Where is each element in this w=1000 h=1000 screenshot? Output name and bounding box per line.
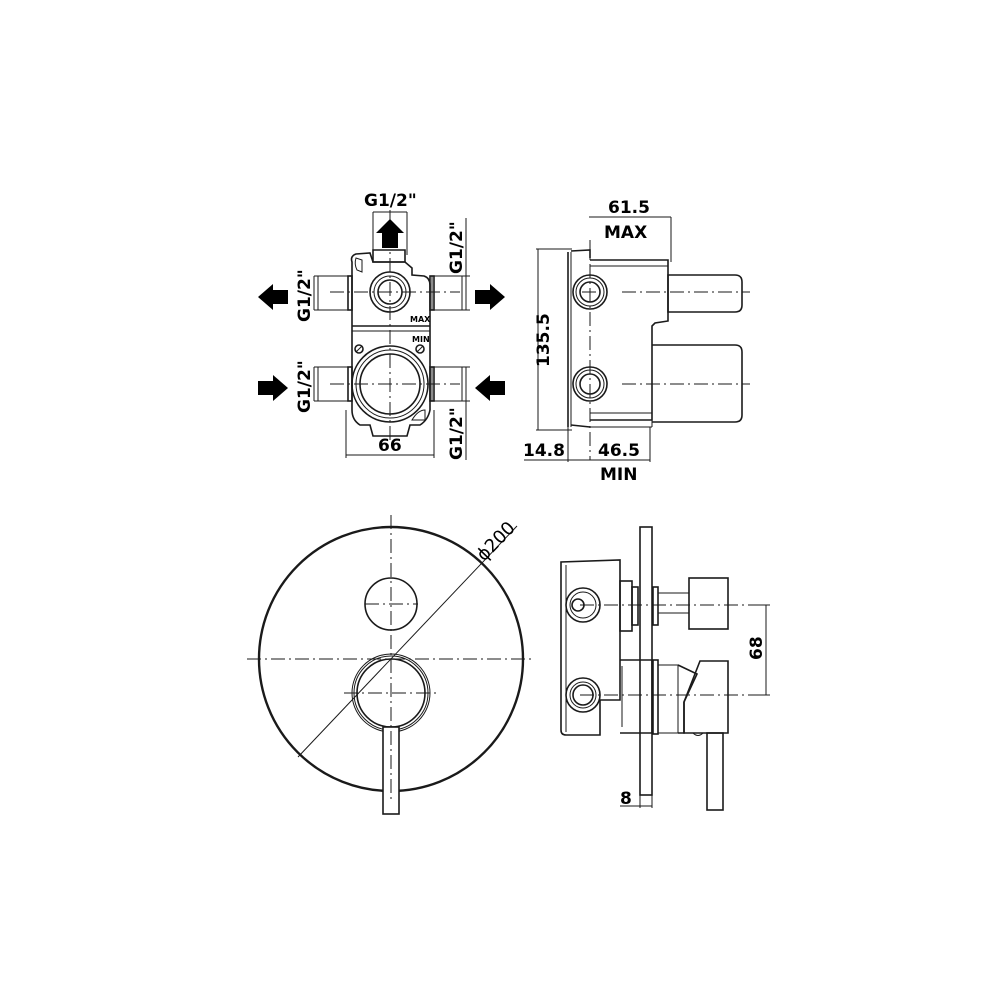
right-lower-inlet-label: G1/2" (447, 407, 467, 460)
depth-max-label: MAX (604, 223, 647, 243)
inlet-right-arrow-icon (258, 375, 288, 401)
left-lower-inlet-label: G1/2" (295, 360, 315, 413)
min-mark: MIN (412, 335, 430, 344)
spacing-dimension: 68 (747, 636, 767, 660)
inlet-left-arrow-icon (475, 375, 505, 401)
depth-min-dimension: 46.5 (598, 441, 640, 461)
depth-max-dimension: 61.5 (608, 198, 650, 218)
top-outlet-label: G1/2" (364, 191, 417, 211)
left-upper-outlet-label: G1/2" (295, 269, 315, 322)
diameter-dimension: ϕ200 (472, 518, 519, 566)
right-upper-outlet-label: G1/2" (447, 221, 467, 274)
offset-dimension: 14.8 (523, 441, 565, 461)
depth-min-label: MIN (600, 465, 637, 485)
height-dimension: 135.5 (534, 313, 554, 367)
width-dimension: 66 (378, 436, 402, 456)
side-body-view: 135.5 61.5 MAX 14.8 46.5 MIN (523, 198, 750, 485)
outlet-right-arrow-icon (475, 284, 505, 310)
outlet-left-arrow-icon (258, 284, 288, 310)
front-plate-view: ϕ200 (247, 515, 535, 815)
outlet-up-arrow-icon (376, 219, 404, 248)
front-body-view: MAX MIN G1/2" G1/2" G1/2" G1/2" (258, 191, 505, 460)
max-mark: MAX (410, 315, 431, 324)
side-assembly-view: 8 68 (560, 526, 770, 811)
plate-thickness-dimension: 8 (620, 789, 632, 809)
